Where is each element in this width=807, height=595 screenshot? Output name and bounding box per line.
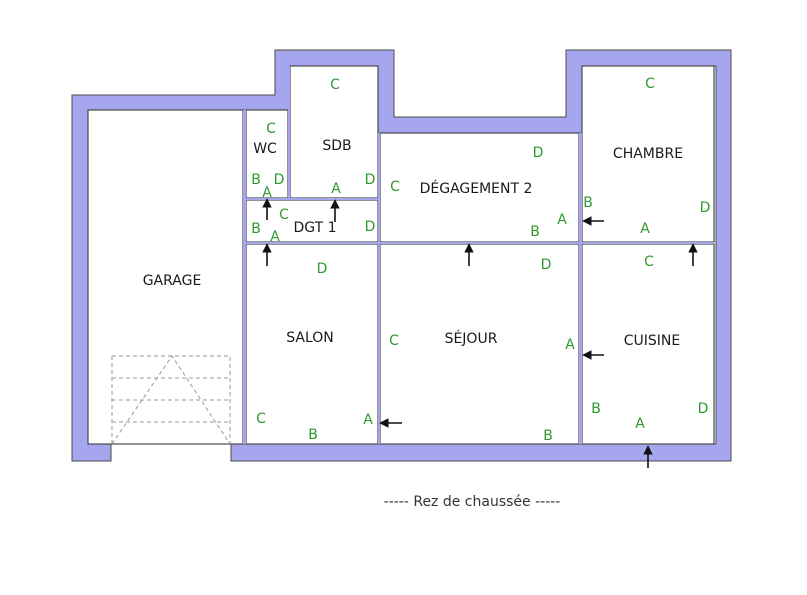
wall-letter: B	[583, 195, 593, 211]
wall-letters: C B A D C A D D C A B C B D A C B A D D …	[251, 76, 710, 444]
wall-letter: B	[591, 401, 601, 417]
wall-letter: A	[331, 181, 341, 197]
room-labels: GARAGE WC SDB DÉGAGEMENT 2 CHAMBRE DGT 1…	[143, 138, 683, 349]
wall-letter: A	[270, 229, 280, 245]
wall-letter: D	[317, 261, 328, 277]
staircase	[111, 355, 231, 445]
wall-letter: C	[389, 333, 399, 349]
wall-letter: D	[365, 172, 376, 188]
wall-letter: C	[645, 76, 655, 92]
wall-letter: B	[251, 221, 261, 237]
wall-letter: A	[640, 221, 650, 237]
view-arrows	[262, 198, 698, 468]
wall-letter: C	[390, 179, 400, 195]
room-label-salon: SALON	[286, 330, 334, 346]
plan-caption: ----- Rez de chaussée -----	[384, 494, 561, 510]
wall-letter: D	[533, 145, 544, 161]
wall-letter: B	[308, 427, 318, 443]
room-label-sdb: SDB	[322, 138, 351, 154]
wall-letter: D	[365, 219, 376, 235]
room-label-cuisine: CUISINE	[624, 333, 681, 349]
wall-letter: A	[557, 212, 567, 228]
partition-fill	[243, 66, 714, 444]
wall-letter: D	[274, 172, 285, 188]
wall-letter: A	[363, 412, 373, 428]
wall-letter: A	[635, 416, 645, 432]
wall-letter: C	[644, 254, 654, 270]
wall-letter: D	[698, 401, 709, 417]
wall-letter: A	[565, 337, 575, 353]
room-label-sejour: SÉJOUR	[445, 330, 498, 347]
wall-letter: C	[256, 411, 266, 427]
wall-letter: B	[251, 172, 261, 188]
wall-letter: C	[266, 121, 276, 137]
exterior-wall	[71, 49, 732, 462]
wall-letter: B	[530, 224, 540, 240]
wall-letter: B	[543, 428, 553, 444]
wall-letter: C	[330, 77, 340, 93]
wall-letter: C	[279, 207, 289, 223]
wall-letter: D	[700, 200, 711, 216]
wall-letter: D	[541, 257, 552, 273]
wall-letter: A	[262, 185, 272, 201]
room-label-wc: WC	[253, 141, 277, 157]
room-label-garage: GARAGE	[143, 273, 202, 289]
room-label-dgt1: DGT 1	[293, 220, 336, 236]
room-label-chambre: CHAMBRE	[613, 146, 683, 162]
room-label-degagement2: DÉGAGEMENT 2	[420, 180, 533, 197]
